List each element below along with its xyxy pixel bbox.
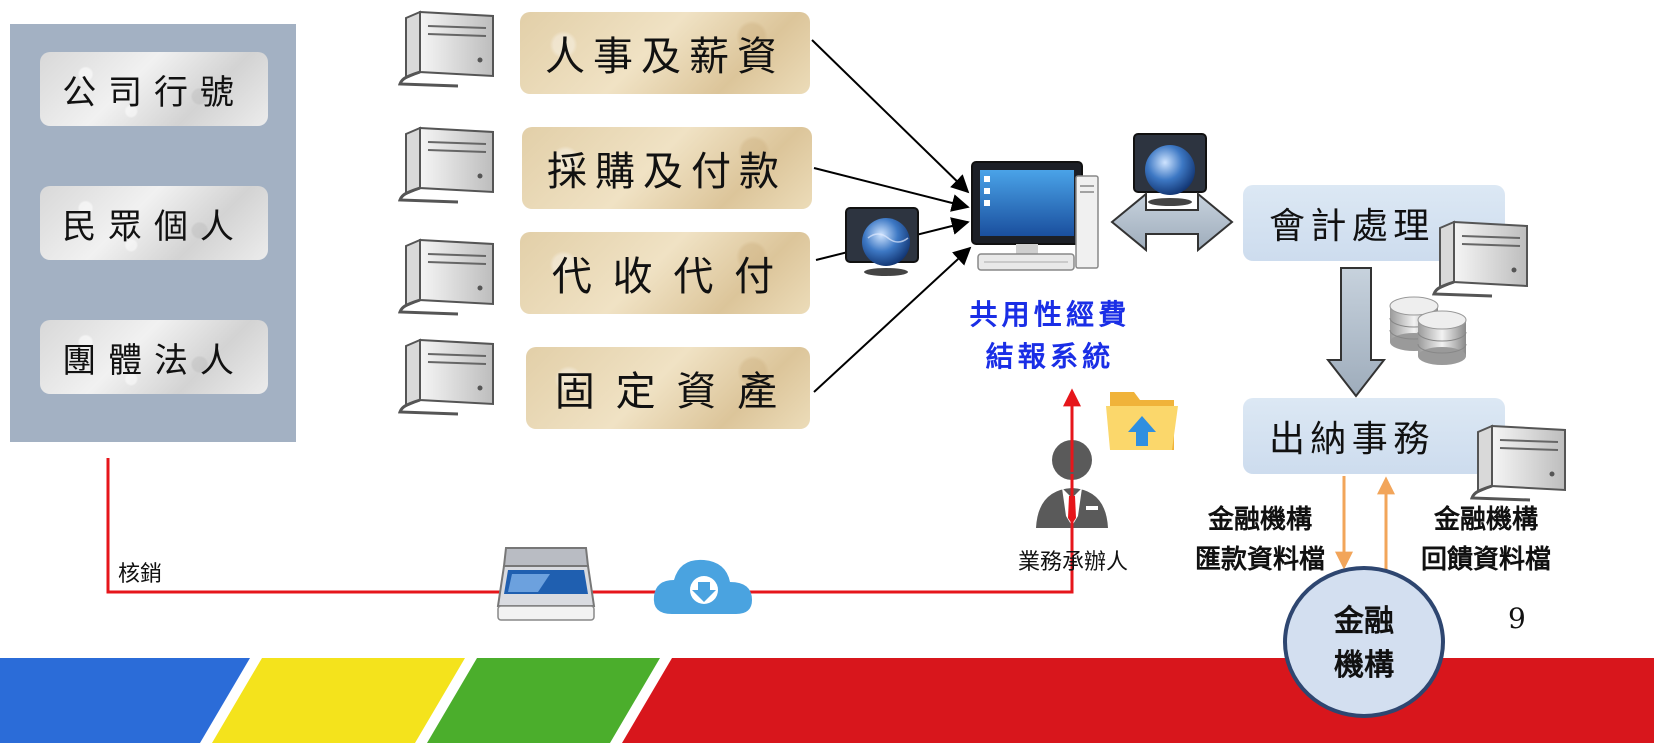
footer-stripe-yellow [212, 658, 465, 743]
feedback-line2: 回饋資料檔 [1420, 545, 1551, 575]
module-label: 人事及薪資 [545, 34, 785, 80]
computer-tower-icon [1469, 424, 1566, 502]
remit-line1: 金融機構 [1207, 505, 1312, 535]
module-hr-payroll: 人事及薪資 [520, 12, 810, 94]
footer-stripe-blue [0, 658, 250, 743]
entity-individual: 民眾個人 [40, 186, 268, 260]
bank-line1: 金融 [1334, 604, 1394, 639]
globe-monitor-icon [1133, 133, 1207, 206]
bank-line2: 機構 [1334, 648, 1394, 683]
feedback-file-label: 金融機構 回饋資料檔 [1402, 500, 1570, 580]
cashier-label: 出納事務 [1269, 419, 1435, 460]
page-number: 9 [1508, 602, 1526, 635]
feedback-line1: 金融機構 [1433, 505, 1538, 535]
flow-arrow [813, 246, 972, 393]
writeoff-label: 核銷 [118, 562, 163, 587]
handler-label: 業務承辦人 [1018, 550, 1129, 575]
entity-label: 民眾個人 [62, 206, 246, 247]
entity-label: 公司行號 [62, 72, 246, 113]
module-fixed-assets: 固 定 資 產 [526, 347, 810, 429]
entity-label: 團體法人 [62, 340, 246, 381]
computer-tower-icon [397, 10, 494, 88]
entity-company: 公司行號 [40, 52, 268, 126]
remit-line2: 匯款資料檔 [1194, 545, 1325, 575]
flow-arrow [813, 167, 970, 212]
computer-tower-icon [397, 238, 494, 316]
person-icon [1036, 440, 1108, 528]
module-label: 固 定 資 產 [554, 369, 782, 415]
bidirectional-arrow [1110, 191, 1234, 253]
central-system-line1: 共用性經費 [969, 298, 1131, 331]
footer-stripe-green [427, 658, 660, 743]
scanner-icon [496, 547, 596, 621]
footer-stripe-red [622, 658, 1654, 743]
database-icon [1389, 296, 1467, 365]
module-label: 採購及付款 [547, 149, 787, 195]
down-flow-arrow [1325, 267, 1387, 398]
computer-tower-icon [397, 338, 494, 416]
entity-organization: 團體法人 [40, 320, 268, 394]
computer-tower-icon [397, 126, 494, 204]
module-collect-pay: 代 收 代 付 [520, 232, 810, 314]
computer-tower-icon [1431, 220, 1528, 298]
cashier-box: 出納事務 [1243, 398, 1505, 474]
remit-file-label: 金融機構 匯款資料檔 [1176, 500, 1344, 580]
module-procurement: 採購及付款 [522, 127, 812, 209]
desktop-monitor-icon [971, 161, 1099, 271]
bank-circle-label: 金融 機構 [1300, 600, 1428, 688]
central-system-line2: 結報系統 [985, 340, 1115, 373]
central-system-label: 共用性經費 結報系統 [950, 294, 1150, 378]
bank-circle [1283, 566, 1445, 718]
accounting-label: 會計處理 [1269, 206, 1435, 247]
writeoff-flow-line [106, 458, 1074, 594]
globe-monitor-icon [845, 207, 919, 276]
flow-arrow [811, 39, 970, 194]
cloud-download-icon [653, 559, 752, 614]
folder-upload-icon [1106, 392, 1178, 450]
module-label: 代 收 代 付 [551, 254, 779, 300]
